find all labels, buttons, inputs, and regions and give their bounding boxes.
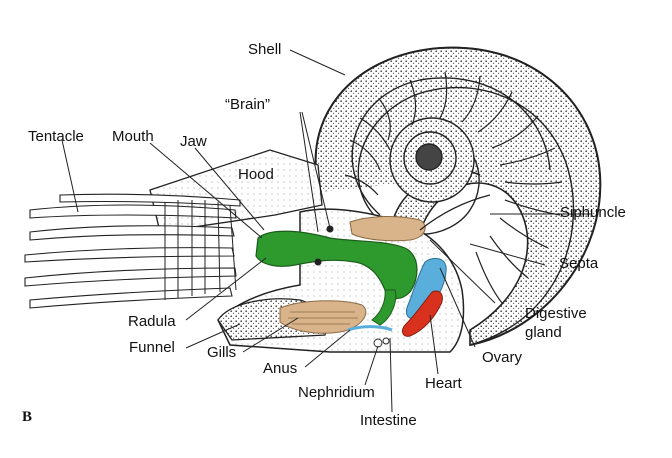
shell-spiral	[351, 77, 575, 346]
label-septa: Septa	[559, 255, 599, 272]
intestine-shape	[347, 325, 393, 332]
heart-shape	[402, 290, 443, 337]
leader-lines	[61, 49, 592, 413]
label-intestine: Intestine	[360, 412, 417, 429]
label-shell: Shell	[248, 41, 282, 58]
label-jaw: Jaw	[180, 133, 207, 150]
tentacles	[24, 193, 241, 309]
tentacle-sheath	[164, 200, 237, 300]
label-heart: Heart	[425, 375, 462, 392]
label-digestive-gland-line2: gland	[525, 324, 562, 341]
label-digestive-gland-line1: Digestive	[525, 305, 587, 322]
gills-shape	[279, 300, 367, 334]
brain-ganglia	[314, 225, 334, 266]
panel-letter: B	[22, 409, 33, 425]
hood-shape	[149, 149, 323, 233]
siphuncle-tube	[419, 194, 491, 231]
label-anus: Anus	[263, 360, 298, 377]
buccal-mass-green	[255, 230, 418, 326]
label-nephridium: Nephridium	[298, 384, 375, 401]
septa-lines	[344, 71, 563, 304]
label-hood: Hood	[238, 166, 274, 183]
label-mouth: Mouth	[112, 128, 154, 145]
label-ovary: Ovary	[482, 349, 523, 366]
label-gills: Gills	[207, 344, 237, 361]
label-tentacle: Tentacle	[28, 128, 84, 145]
label-brain: “Brain”	[225, 96, 271, 113]
digestive-gland-shape	[349, 215, 426, 242]
label-funnel: Funnel	[129, 339, 175, 356]
label-radula: Radula	[128, 313, 176, 330]
label-siphuncle: Siphuncle	[560, 204, 626, 221]
